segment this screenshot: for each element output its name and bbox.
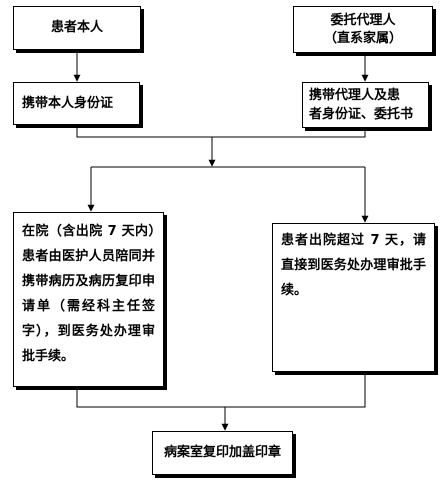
connector-own-id-merge [76, 125, 212, 138]
patient-self-label: 患者本人 [50, 20, 103, 35]
bring-own-id-box: 携带本人身份证 [13, 82, 140, 125]
agent-label-line1: 委托代理人 [330, 12, 396, 28]
stamp-office-box: 病案室复印加盖印章 [152, 431, 293, 475]
agent-label-line2: （直系家属） [323, 30, 402, 46]
bring-agent-docs-line1: 携带代理人及患 [309, 88, 401, 103]
patient-self-box: 患者本人 [13, 6, 141, 50]
bring-own-id-label: 携带本人身份证 [22, 95, 114, 111]
connector-inpatient-merge [76, 372, 366, 408]
discharged-process-text: 患者出院超过 7 天，请直接到医务处办理审批手续。 [281, 233, 426, 298]
agent-box: 委托代理人 （直系家属） [293, 6, 433, 53]
stamp-office-label: 病案室复印加盖印章 [163, 445, 281, 460]
bring-agent-docs-line2: 者身份证、委托书 [309, 107, 414, 122]
bring-agent-docs-box: 携带代理人及患 者身份证、委托书 [302, 82, 429, 128]
discharged-process-box: 患者出院超过 7 天，请直接到医务处办理审批手续。 [272, 223, 435, 372]
connector-agent-docs-merge [212, 128, 366, 138]
inpatient-process-box: 在院（含出院 7 天内）患者由医护人员陪同并携带病历及病历复印申请单（需经科主任… [13, 212, 164, 387]
inpatient-process-text: 在院（含出院 7 天内）患者由医护人员陪同并携带病历及病历复印申请单（需经科主任… [22, 224, 155, 364]
